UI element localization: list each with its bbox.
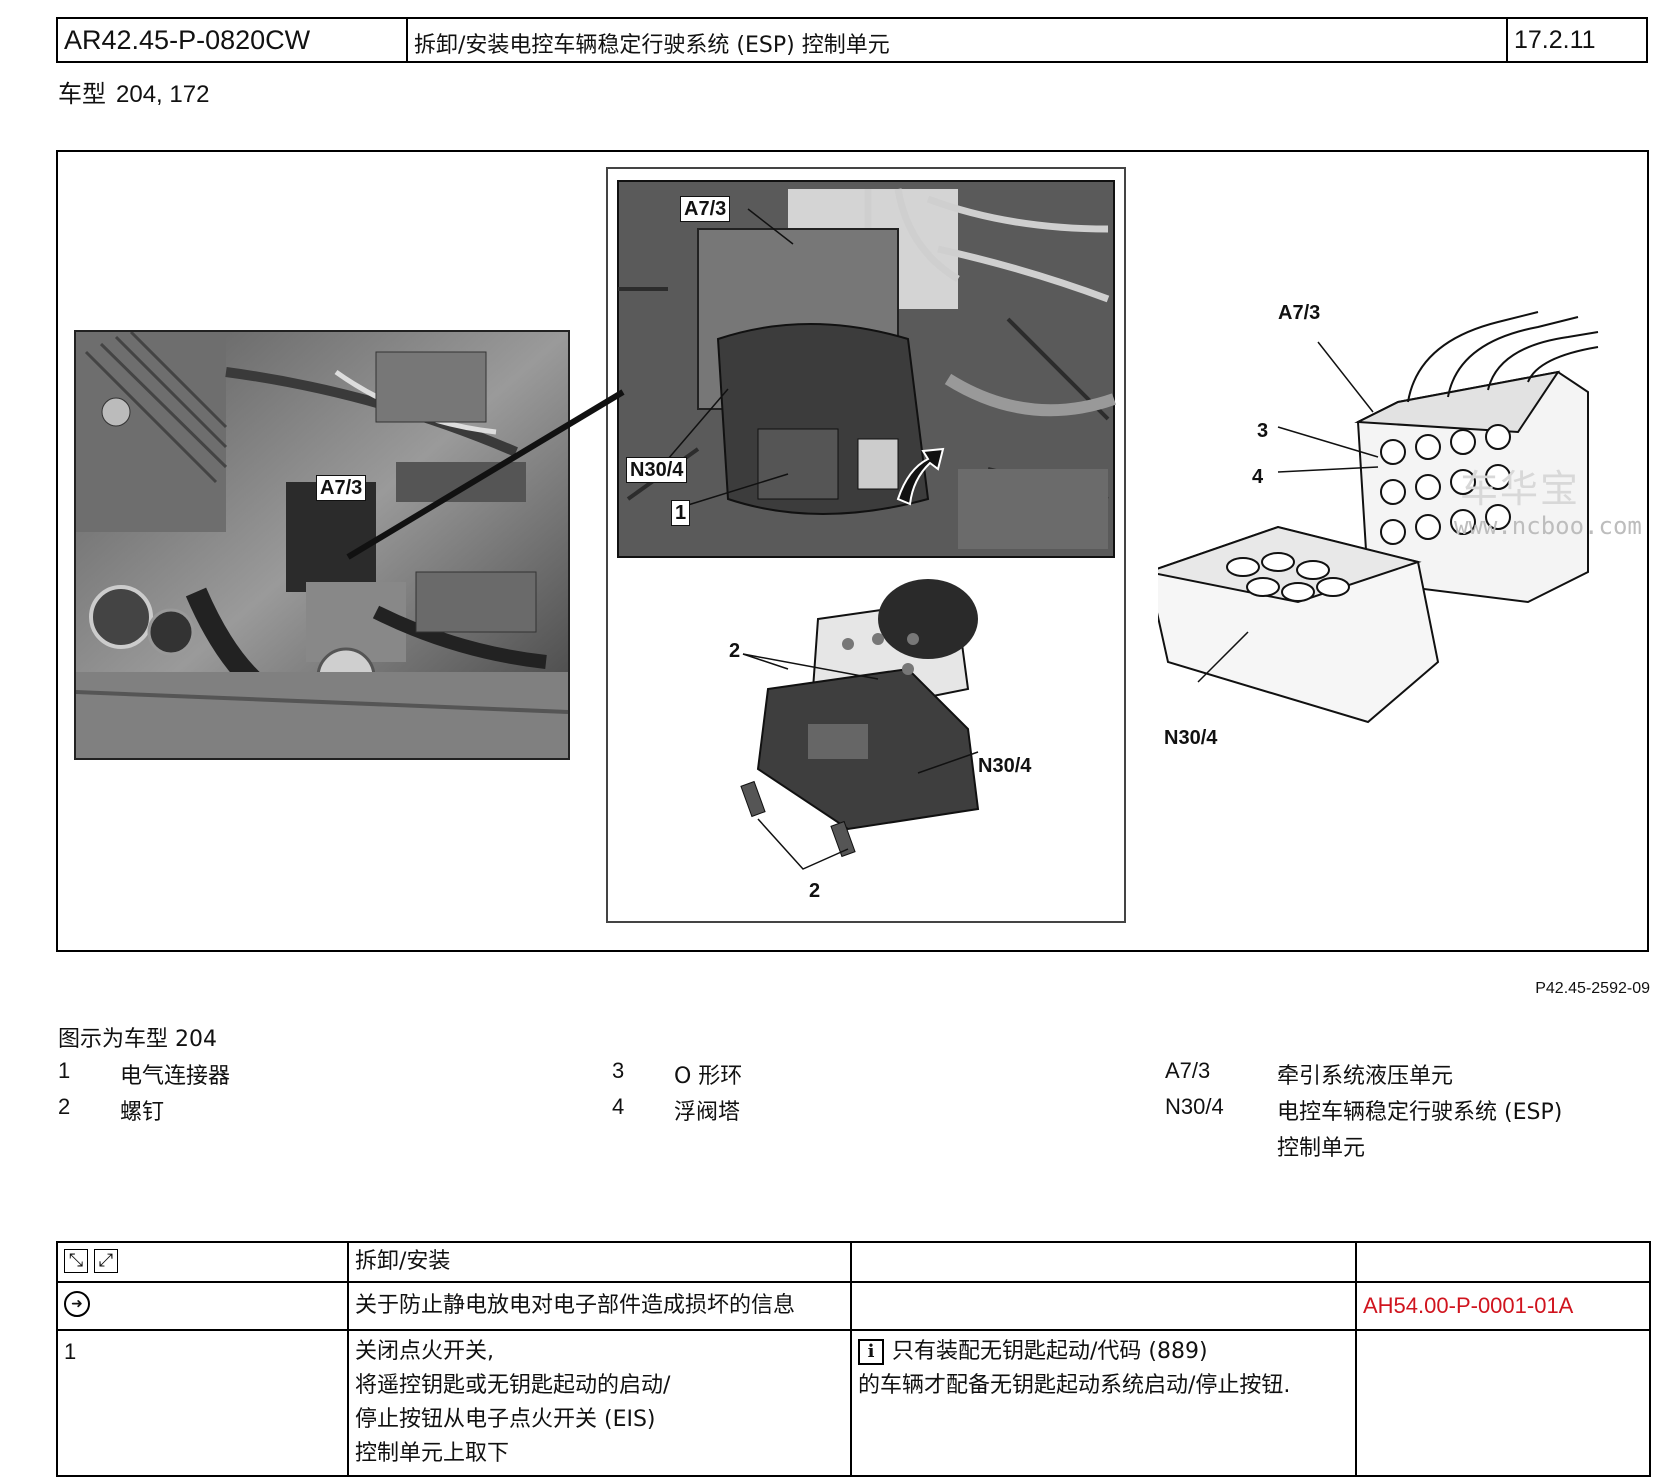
reference-link[interactable]: AH54.00-P-0001-01A: [1355, 1281, 1651, 1331]
label-n304-right: N30/4: [1164, 727, 1218, 749]
callout-a73-left: A7/3: [316, 475, 367, 501]
callout-n304-top: N30/4: [626, 457, 688, 483]
label-two-a: 2: [729, 640, 741, 662]
step-text-line: 停止按钮从电子点火开关 (EIS): [355, 1407, 656, 1432]
table-cell: [850, 1281, 1357, 1331]
figure-id: P42.45-2592-09: [1535, 980, 1650, 997]
engine-bay-illustration: [76, 332, 568, 758]
esp-module-drawing: [740, 579, 980, 870]
note-text-line: 的车辆才配备无钥匙起动系统启动/停止按钮.: [858, 1373, 1291, 1398]
label-four: 4: [1252, 466, 1264, 488]
legend-item: 1 电气连接器: [58, 1058, 230, 1089]
step-text-line: 控制单元上取下: [355, 1441, 510, 1466]
legend-text: 电气连接器: [120, 1064, 231, 1089]
step-text-line: 关闭点火开关,: [355, 1339, 494, 1364]
doc-title: 拆卸/安装电控车辆稳定行驶系统 (ESP) 控制单元: [408, 19, 1508, 61]
legend-text: 浮阀塔: [674, 1100, 741, 1125]
table-cell: ➜: [56, 1281, 349, 1331]
table-cell: 拆卸/安装: [347, 1241, 852, 1283]
detail-illustration: [617, 180, 1116, 870]
leader-line: [346, 389, 625, 560]
legend-key: 4: [612, 1094, 625, 1119]
legend-text: 电控车辆稳定行驶系统 (ESP): [1277, 1100, 1563, 1125]
expand-icon[interactable]: ⤡: [64, 1249, 88, 1273]
exploded-drawing: [1158, 311, 1599, 724]
legend-item: 3 O 形环: [612, 1058, 742, 1089]
doc-code: AR42.45-P-0820CW: [58, 19, 408, 61]
step-number: 1: [56, 1329, 349, 1477]
note-text-line: 只有装配无钥匙起动/代码 (889): [892, 1339, 1208, 1364]
label-n304-mid: N30/4: [978, 755, 1032, 777]
table-row: ⤡⤢ 拆卸/安装: [56, 1241, 1651, 1283]
model-values: 204, 172: [116, 81, 210, 108]
esd-warning-icon[interactable]: ➜: [64, 1291, 90, 1317]
legend-item: N30/4 电控车辆稳定行驶系统 (ESP) 控制单元: [1165, 1094, 1562, 1161]
legend-key: 1: [58, 1058, 71, 1083]
watermark-url: www.ncboo.com: [1454, 512, 1642, 540]
table-cell: [1355, 1329, 1651, 1477]
legend-key: N30/4: [1165, 1094, 1224, 1119]
legend-key: 3: [612, 1058, 625, 1083]
figure-frame: A7/3: [56, 150, 1649, 952]
step-text-line: 将遥控钥匙或无钥匙起动的启动/: [355, 1373, 671, 1398]
table-cell: ⤡⤢: [56, 1241, 349, 1283]
legend-item: A7/3 牵引系统液压单元: [1165, 1058, 1453, 1089]
detail-frame: [606, 167, 1126, 923]
table-row: 1 关闭点火开关, 将遥控钥匙或无钥匙起动的启动/ 停止按钮从电子点火开关 (E…: [56, 1329, 1651, 1477]
doc-date: 17.2.11: [1514, 25, 1596, 54]
callout-one: 1: [671, 500, 691, 526]
label-three: 3: [1257, 420, 1269, 442]
legend-text-2: 控制单元: [1277, 1136, 1366, 1161]
steps-table: ⤡⤢ 拆卸/安装 ➜ 关于防止静电放电对电子部件造成损坏的信息 AH54.00-…: [56, 1241, 1651, 1477]
legend-item: 4 浮阀塔: [612, 1094, 740, 1125]
callout-a73-top: A7/3: [680, 196, 731, 222]
info-icon: i: [858, 1339, 884, 1365]
legend-key: 2: [58, 1094, 71, 1119]
table-cell: i 只有装配无钥匙起动/代码 (889) 的车辆才配备无钥匙起动系统启动/停止按钮…: [850, 1329, 1357, 1477]
legend-text: O 形环: [674, 1064, 743, 1089]
legend-key: A7/3: [1165, 1058, 1211, 1083]
label-two-b: 2: [809, 880, 821, 902]
legend-text: 牵引系统液压单元: [1277, 1064, 1454, 1089]
table-cell: [850, 1241, 1357, 1283]
table-cell: 关闭点火开关, 将遥控钥匙或无钥匙起动的启动/ 停止按钮从电子点火开关 (EIS…: [347, 1329, 852, 1477]
label-a73-right: A7/3: [1278, 302, 1321, 324]
table-cell: [1355, 1241, 1651, 1283]
esp-module-photo: [617, 180, 1116, 558]
model-label: 车型: [58, 80, 106, 108]
legend-item: 2 螺钉: [58, 1094, 164, 1125]
document-header: AR42.45-P-0820CW 拆卸/安装电控车辆稳定行驶系统 (ESP) 控…: [56, 17, 1648, 63]
table-cell: 关于防止静电放电对电子部件造成损坏的信息: [347, 1281, 852, 1331]
table-row: ➜ 关于防止静电放电对电子部件造成损坏的信息 AH54.00-P-0001-01…: [56, 1281, 1651, 1331]
model-line: 车型 204, 172: [58, 74, 209, 109]
legend-text: 螺钉: [120, 1100, 165, 1125]
figure-caption: 图示为车型 204: [58, 1027, 217, 1052]
engine-bay-photo: [74, 330, 570, 760]
watermark-text: 车华宝: [1460, 467, 1581, 511]
collapse-icon[interactable]: ⤢: [94, 1249, 118, 1273]
